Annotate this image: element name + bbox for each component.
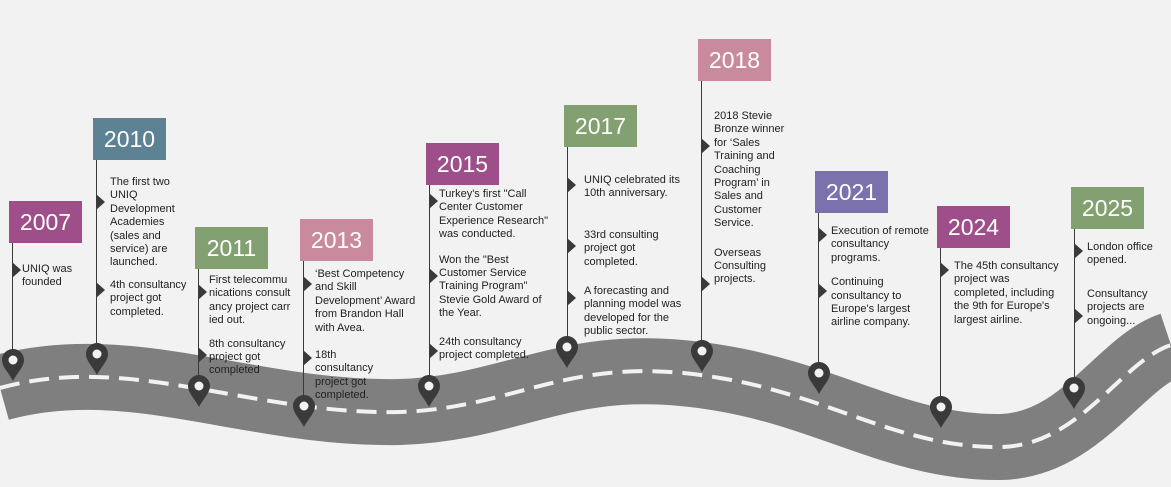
pointer-arrow xyxy=(1074,308,1083,324)
location-pin-icon xyxy=(86,343,108,375)
pointer-arrow xyxy=(12,262,21,278)
milestone-line xyxy=(96,160,97,350)
year-badge: 2025 xyxy=(1071,187,1144,229)
year-badge: 2015 xyxy=(426,143,499,185)
milestone-line xyxy=(940,248,941,398)
pointer-arrow xyxy=(429,268,438,284)
milestone-line xyxy=(1074,229,1075,377)
pointer-arrow xyxy=(198,347,207,363)
pointer-arrow xyxy=(429,343,438,359)
milestone-notes: First telecommunications consultancy pro… xyxy=(209,274,291,378)
milestone-notes: Turkey's first "Call Center Customer Exp… xyxy=(439,188,551,362)
milestone-item: London office opened. xyxy=(1087,241,1153,267)
milestone-line xyxy=(303,261,304,399)
pointer-arrow xyxy=(303,350,312,366)
milestone-item: Won the "Best Customer Service Training … xyxy=(439,253,542,320)
pointer-arrow xyxy=(96,282,105,298)
milestone-item: 18th consultancy project got completed. xyxy=(315,349,374,402)
milestone-notes: ‘Best Competency and Skill Development’ … xyxy=(315,268,423,403)
pointer-arrow xyxy=(701,138,710,154)
location-pin-icon xyxy=(188,375,210,407)
milestone-item: First telecommunications consultancy pro… xyxy=(209,274,291,327)
pointer-arrow xyxy=(1074,243,1083,259)
location-pin-icon xyxy=(418,375,440,407)
milestone-item: The 45th consultancy project was complet… xyxy=(954,260,1059,326)
year-badge: 2013 xyxy=(300,219,373,261)
milestone-notes: The first two UNIQ Development Academies… xyxy=(110,176,190,319)
milestone-item: Overseas Consulting projects. xyxy=(714,246,766,286)
pointer-arrow xyxy=(96,194,105,210)
pointer-arrow xyxy=(567,290,576,306)
milestone-notes: London office opened. Consultancy projec… xyxy=(1087,241,1165,328)
milestone-notes: The 45th consultancy project was complet… xyxy=(954,260,1064,327)
pointer-arrow xyxy=(567,177,576,193)
year-badge: 2021 xyxy=(815,171,888,213)
pointer-arrow xyxy=(940,262,949,278)
year-badge: 2024 xyxy=(937,206,1010,248)
year-badge: 2011 xyxy=(195,227,268,269)
milestone-notes: 2018 Stevie Bronze winner for ‘Sales Tra… xyxy=(714,110,794,287)
milestone-item: 4th consultancy project got completed. xyxy=(110,278,187,318)
pointer-arrow xyxy=(701,276,710,292)
pointer-arrow xyxy=(567,238,576,254)
pointer-arrow xyxy=(429,193,438,209)
year-badge: 2018 xyxy=(698,39,771,81)
milestone-item: UNIQ was founded xyxy=(22,263,73,289)
milestone-item: 24th consultancy project completed. xyxy=(439,335,529,362)
year-badge: 2007 xyxy=(9,201,82,243)
pointer-arrow xyxy=(818,283,827,299)
pointer-arrow xyxy=(303,276,312,292)
year-badge: 2010 xyxy=(93,118,166,160)
milestone-item: The first two UNIQ Development Academies… xyxy=(110,176,175,269)
milestone-line xyxy=(12,243,13,355)
milestone-notes: Execution of remote consultancy programs… xyxy=(831,225,935,330)
milestone-notes: UNIQ was founded xyxy=(22,263,92,290)
location-pin-icon xyxy=(1063,377,1085,409)
year-badge: 2017 xyxy=(564,105,637,147)
location-pin-icon xyxy=(2,349,24,381)
milestone-item: Continuing consultancy to Europe's large… xyxy=(831,276,911,329)
location-pin-icon xyxy=(556,336,578,368)
milestone-item: ‘Best Competency and Skill Development’ … xyxy=(315,268,416,334)
milestone-item: Consultancy projects are ongoing... xyxy=(1087,287,1148,327)
milestone-item: Turkey's first "Call Center Customer Exp… xyxy=(439,188,549,241)
location-pin-icon xyxy=(293,395,315,427)
milestone-item: UNIQ celebrated its 10th anniversary. xyxy=(584,174,680,200)
pointer-arrow xyxy=(818,227,827,243)
location-pin-icon xyxy=(691,340,713,372)
milestone-item: 8th consultancy project got completed xyxy=(209,337,286,377)
milestone-line xyxy=(701,81,702,345)
location-pin-icon xyxy=(930,396,952,428)
milestone-line xyxy=(198,269,199,377)
milestone-item: Execution of remote consultancy programs… xyxy=(831,225,929,264)
milestone-notes: UNIQ celebrated its 10th anniversary. 33… xyxy=(584,174,684,339)
pointer-arrow xyxy=(198,284,207,300)
milestone-item: 33rd consulting project got completed. xyxy=(584,228,659,268)
milestone-item: 2018 Stevie Bronze winner for ‘Sales Tra… xyxy=(714,110,785,230)
milestone-item: A forecasting and planning model was dev… xyxy=(584,285,682,338)
location-pin-icon xyxy=(808,362,830,394)
